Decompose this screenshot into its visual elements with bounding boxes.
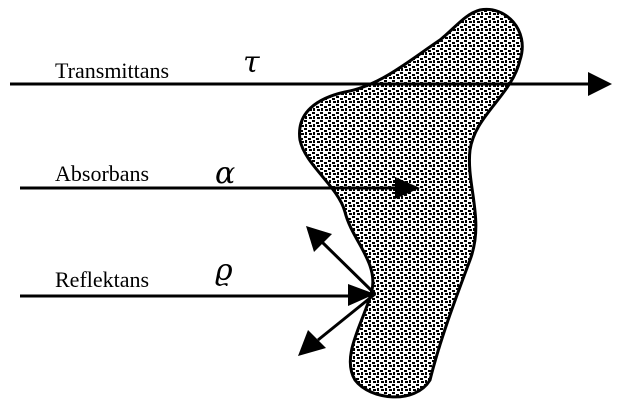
transmittance-label: Transmittans — [55, 58, 169, 83]
transmittance-symbol: τ — [243, 45, 260, 80]
transmittance-arrowhead — [588, 72, 612, 96]
reflectance-symbol: ϱ — [215, 253, 233, 288]
reflectance-label: Reflektans — [55, 267, 149, 292]
irregular-body — [300, 9, 523, 397]
reflectance-lower-arrowhead — [298, 330, 326, 356]
absorbance-symbol: α — [215, 156, 235, 191]
absorbance-label: Absorbans — [55, 161, 149, 186]
